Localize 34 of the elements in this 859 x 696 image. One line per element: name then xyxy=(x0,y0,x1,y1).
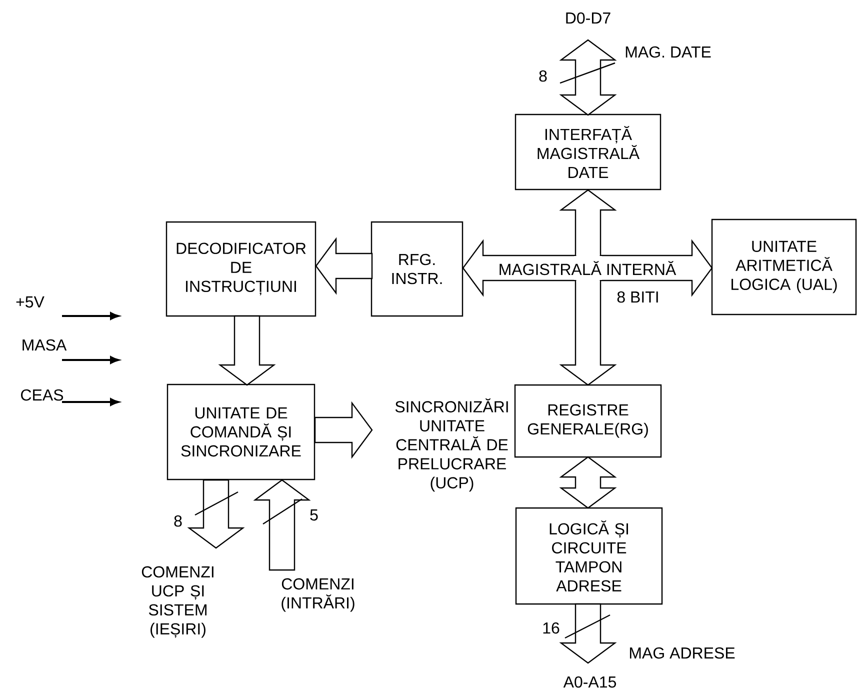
block-box: UNITATE ARITMETICĂ LOGICA (UAL) xyxy=(711,218,857,316)
bus-arrow xyxy=(218,315,276,386)
block-box: UNITATE DE COMANDĂ ȘI SINCRONIZARE xyxy=(166,384,316,480)
bus-label: MAG ADRESE xyxy=(630,647,735,659)
bus-arrow xyxy=(559,39,617,116)
input-arrow xyxy=(62,356,119,364)
bus-width-number: 8 xyxy=(539,70,547,82)
bus-arrow xyxy=(253,479,311,571)
bus-label: MAG. DATE xyxy=(626,46,711,58)
signal-label: COMENZI UCP ȘI SISTEM (IEȘIRI) xyxy=(142,566,214,638)
block-box: RFG. INSTR. xyxy=(370,221,464,317)
bus-arrow xyxy=(315,237,373,295)
bus-label: D0-D7 xyxy=(566,12,610,24)
edge-label: MAGISTRALĂ INTERNĂ xyxy=(497,260,678,276)
bus-arrow xyxy=(559,456,617,509)
block-box: LOGICĂ ȘI CIRCUITE TAMPON ADRESE xyxy=(515,507,663,605)
bus-label: A0-A15 xyxy=(563,676,616,688)
signal-label: SINCRONIZĂRI UNITATE CENTRALĂ DE PRELUCRARE (UCP) xyxy=(395,398,508,492)
signal-label: MASA xyxy=(22,339,67,351)
bus-arrow xyxy=(559,603,617,664)
bus-width-number: 8 xyxy=(174,515,182,527)
bus-width-number: 16 xyxy=(543,622,560,634)
bus-width-number: 5 xyxy=(310,509,318,521)
signal-label: CEAS xyxy=(21,389,64,401)
bus-arrow xyxy=(314,401,373,459)
signal-label: +5V xyxy=(16,296,44,308)
input-arrow xyxy=(62,398,119,406)
bus-label: 8 BITI xyxy=(617,291,658,303)
block-box: DECODIFICATOR DE INSTRUCȚIUNI xyxy=(166,221,316,317)
block-box: REGISTRE GENERALE(RG) xyxy=(514,384,662,458)
bus-arrow xyxy=(187,479,245,549)
signal-label: COMENZI (INTRĂRI) xyxy=(282,578,354,612)
input-arrow xyxy=(62,312,119,320)
block-box: INTERFAȚĂ MAGISTRALĂ DATE xyxy=(514,114,662,190)
